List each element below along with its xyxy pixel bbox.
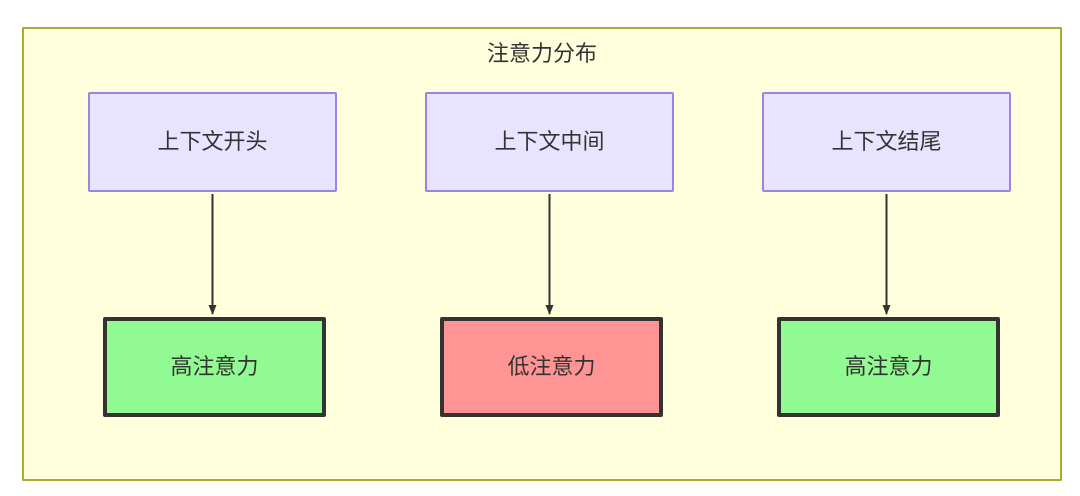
- node-attention-middle[interactable]: 低注意力: [440, 317, 663, 417]
- node-attention-end[interactable]: 高注意力: [777, 317, 1000, 417]
- node-context-start[interactable]: 上下文开头: [88, 92, 337, 192]
- node-context-end[interactable]: 上下文结尾: [762, 92, 1011, 192]
- subgraph-title: 注意力分布: [486, 41, 597, 66]
- node-context-middle[interactable]: 上下文中间: [425, 92, 674, 192]
- node-attention-start[interactable]: 高注意力: [103, 317, 326, 417]
